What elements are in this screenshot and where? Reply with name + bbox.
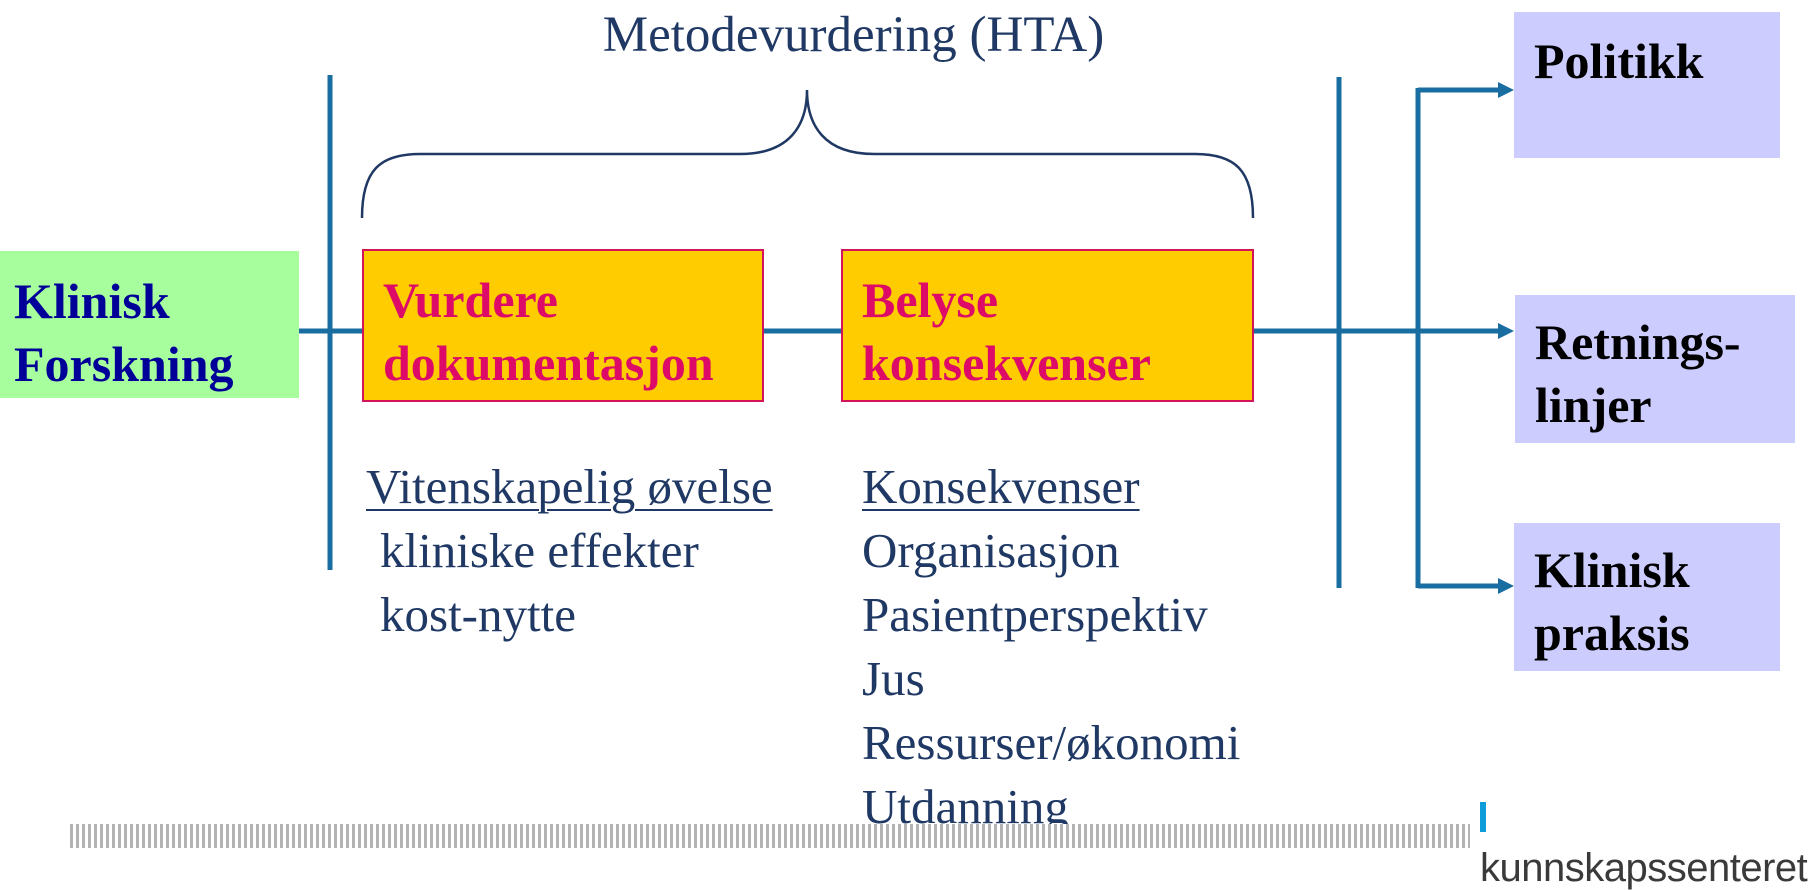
- source-box-label: Klinisk Forskning: [14, 270, 234, 395]
- outcome-box-label: Klinisk praksis: [1534, 539, 1690, 664]
- process-box-belyse: Belyse konsekvenser: [841, 249, 1254, 402]
- source-line-1: Klinisk: [14, 273, 170, 329]
- process-line-1: Vurdere: [383, 272, 558, 328]
- outcome-box-retningslinjer: Retnings- linjer: [1515, 295, 1795, 443]
- footer-stripe-bar: [70, 824, 1470, 848]
- notes-item: Jus: [862, 651, 925, 706]
- hta-brace: [360, 89, 1255, 219]
- outcome-box-label: Politikk: [1534, 30, 1703, 93]
- process-box-label: Belyse konsekvenser: [862, 269, 1151, 394]
- outcome-box-label: Retnings- linjer: [1535, 311, 1741, 436]
- notes-konsekvenser: Konsekvenser Organisasjon Pasientperspek…: [862, 455, 1240, 839]
- notes-heading: Vitenskapelig øvelse: [366, 459, 773, 514]
- arrowhead-klinisk: [1498, 578, 1514, 594]
- footer-logo: kunnskapssenteret: [1480, 802, 1808, 890]
- process-line-2: konsekvenser: [862, 334, 1151, 391]
- arrowhead-retnings: [1498, 323, 1514, 339]
- notes-vitenskapelig: Vitenskapelig øvelse kliniske effekter k…: [366, 455, 773, 647]
- notes-heading: Konsekvenser: [862, 459, 1140, 514]
- notes-item: kliniske effekter: [380, 523, 699, 578]
- outcome-box-politikk: Politikk: [1514, 12, 1780, 158]
- source-box-klinisk-forskning: Klinisk Forskning: [0, 251, 299, 398]
- outcome-line-1: Politikk: [1534, 33, 1704, 89]
- outcome-line-2: linjer: [1535, 376, 1652, 433]
- outcome-line-1: Klinisk: [1534, 542, 1690, 598]
- notes-item: kost-nytte: [380, 587, 576, 642]
- outcome-line-1: Retnings-: [1535, 314, 1741, 370]
- notes-item: Organisasjon: [862, 523, 1120, 578]
- diagram-connectors: [282, 75, 1514, 594]
- source-line-2: Forskning: [14, 335, 234, 392]
- logo-mark-icon: [1480, 802, 1486, 832]
- process-box-vurdere: Vurdere dokumentasjon: [362, 249, 764, 402]
- arrowhead-politikk: [1498, 82, 1514, 98]
- process-line-2: dokumentasjon: [383, 334, 714, 391]
- outcome-line-2: praksis: [1534, 604, 1690, 661]
- notes-item: Ressurser/økonomi: [862, 715, 1241, 770]
- outcome-box-klinisk-praksis: Klinisk praksis: [1514, 523, 1780, 671]
- process-box-label: Vurdere dokumentasjon: [383, 269, 714, 394]
- notes-item: Pasientperspektiv: [862, 587, 1208, 642]
- footer-logo-text: kunnskapssenteret: [1480, 846, 1808, 890]
- hta-title: Metodevurdering (HTA): [602, 7, 1105, 63]
- process-line-1: Belyse: [862, 272, 999, 328]
